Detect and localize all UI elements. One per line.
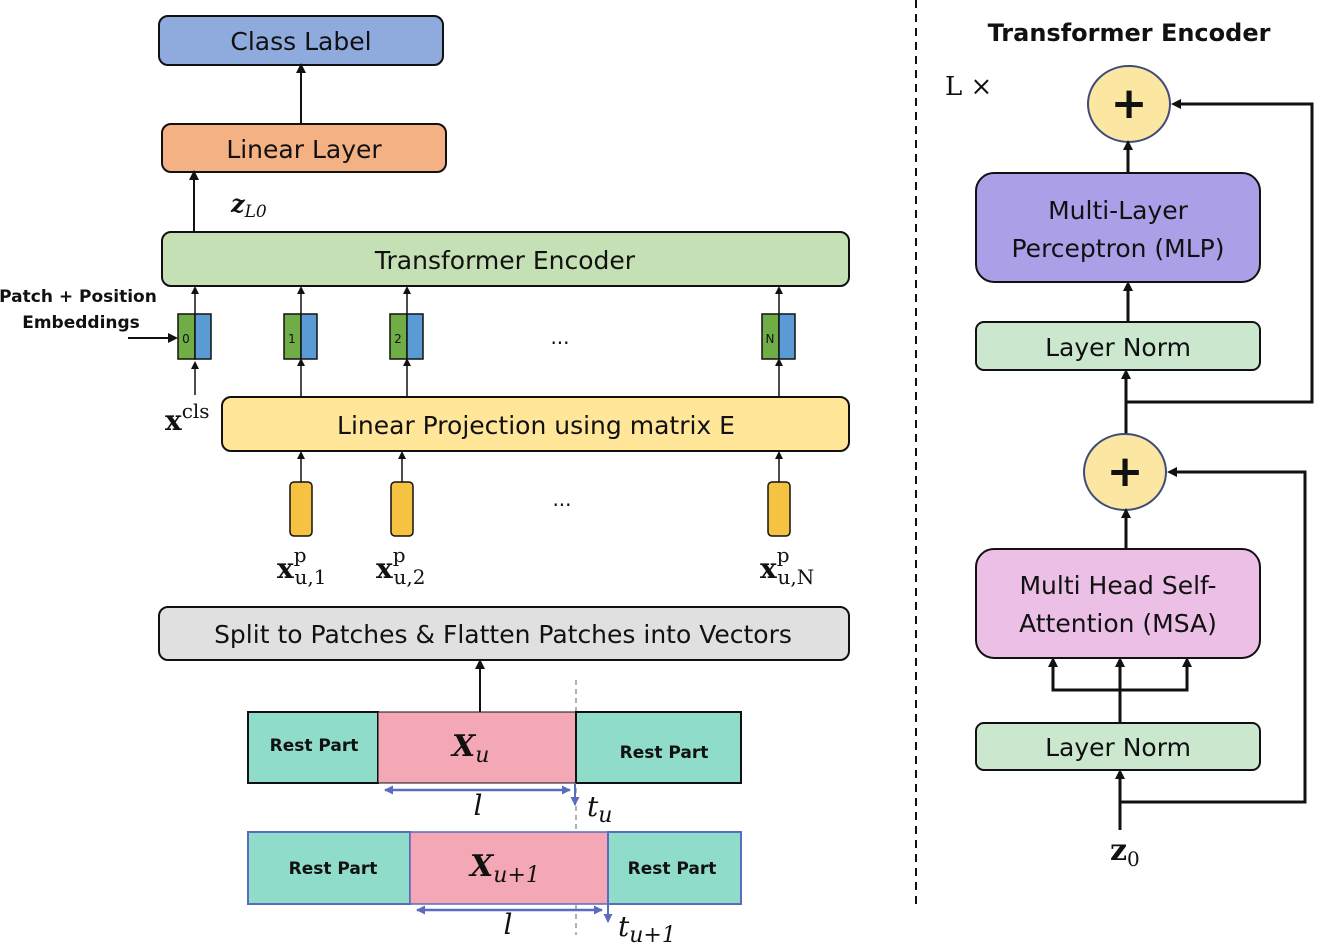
window-main: X: [450, 729, 477, 764]
mlp-line2: Perceptron (MLP): [1012, 234, 1225, 263]
xcls-main: x: [165, 404, 182, 437]
layer-norm-top-text: Layer Norm: [1045, 333, 1191, 362]
rest-part-left-text: Rest Part: [289, 859, 378, 879]
token-ellipsis: ...: [550, 325, 569, 349]
length-label: l: [474, 789, 483, 822]
xcls-label: xcls: [165, 361, 210, 437]
embedding-token: 2: [389, 286, 424, 397]
residual-add-bottom: +: [1083, 433, 1167, 511]
msa-line1: Multi Head Self-: [1019, 571, 1216, 600]
z-main: z: [230, 189, 246, 218]
token-index: 2: [394, 332, 402, 346]
svg-text:xcls: xcls: [165, 399, 210, 437]
layer-norm-bottom-box: Layer Norm: [975, 722, 1261, 771]
patch-vector-bar: [767, 481, 791, 537]
token-index: 1: [288, 332, 296, 346]
svg-text:Xu: Xu: [450, 729, 489, 768]
token-index: N: [766, 332, 775, 346]
mlp-line1: Multi-Layer: [1048, 196, 1189, 225]
window-u: Rest Part Rest Part Xu l tu: [247, 711, 742, 828]
z0-sub: 0: [1127, 847, 1140, 871]
mlp-box: Multi-Layer Perceptron (MLP): [975, 172, 1261, 283]
window-main: X: [468, 849, 495, 884]
patch-position-label: Patch + Position Embeddings: [0, 287, 178, 343]
z-sub: L0: [244, 202, 267, 222]
linear-layer-text: Linear Layer: [226, 135, 382, 164]
layer-norm-bottom-text: Layer Norm: [1045, 733, 1191, 762]
transformer-encoder-box: Transformer Encoder: [161, 231, 850, 287]
patch-ellipsis: ...: [552, 487, 571, 511]
transformer-encoder-text: Transformer Encoder: [374, 246, 636, 275]
rest-part-right-text: Rest Part: [628, 859, 717, 879]
window-segment: [409, 831, 609, 905]
patch-vector-bar: [289, 481, 313, 537]
window-sub: u+1: [493, 863, 540, 888]
rest-part-left-text: Rest Part: [270, 736, 359, 756]
window-u-plus-1: Rest Part Rest Part Xu+1 l tu+1: [247, 831, 742, 948]
z0-main: z: [1110, 833, 1127, 868]
embedding-tokens: 0 1 2 N: [177, 286, 796, 397]
class-label-box: Class Label: [158, 15, 444, 66]
patch-embedding: [778, 313, 796, 360]
residual-add-top: +: [1087, 65, 1171, 143]
patch-embedding: [300, 313, 318, 360]
patch-embedding: [194, 313, 212, 360]
encoder-detail-title: Transformer Encoder: [988, 19, 1271, 47]
skip-connection-top: [1126, 99, 1314, 404]
msa-line2: Attention (MSA): [1019, 609, 1217, 638]
layer-norm-top-box: Layer Norm: [975, 321, 1261, 371]
skip-connection-bottom: [1120, 467, 1307, 804]
repeat-label: L ×: [945, 72, 992, 102]
time-main: t: [587, 790, 599, 823]
rest-part-right-text: Rest Part: [620, 743, 709, 763]
svg-text:tu: tu: [587, 790, 612, 828]
patch-vector-bar: [390, 481, 414, 537]
linear-layer-box: Linear Layer: [161, 123, 447, 173]
split-patches-text: Split to Patches & Flatten Patches into …: [214, 620, 792, 649]
window-segment: [377, 711, 577, 784]
linear-projection-text: Linear Projection using matrix E: [337, 411, 735, 440]
time-main: t: [618, 910, 630, 943]
qkv-fork: [1048, 657, 1192, 722]
class-label-text: Class Label: [230, 27, 371, 56]
embedding-token: 0: [177, 286, 212, 360]
plus-icon: +: [1111, 78, 1148, 129]
linear-projection-box: Linear Projection using matrix E: [221, 396, 850, 452]
time-sub: u: [598, 803, 612, 828]
svg-text:zL0: zL0: [230, 189, 267, 222]
embedding-token: N: [761, 286, 796, 397]
patch-position-line1: Patch + Position: [0, 287, 157, 307]
token-index: 0: [182, 332, 190, 346]
svg-text:tu+1: tu+1: [618, 910, 676, 948]
rest-part-right: [607, 831, 742, 905]
msa-box: Multi Head Self- Attention (MSA): [975, 548, 1261, 659]
plus-icon: +: [1107, 446, 1144, 497]
split-patches-box: Split to Patches & Flatten Patches into …: [158, 606, 850, 661]
length-label: l: [504, 908, 513, 941]
z-l0-label: zL0: [230, 189, 267, 222]
rest-part-left: [247, 831, 411, 905]
xcls-sup: cls: [182, 399, 210, 423]
time-sub: u+1: [629, 923, 676, 948]
embedding-token: 1: [283, 286, 318, 397]
rest-part-right: [575, 711, 742, 784]
z0-label: z0: [1110, 833, 1140, 871]
window-sub: u: [475, 743, 489, 768]
patch-position-line2: Embeddings: [22, 313, 140, 333]
svg-text:Xu+1: Xu+1: [468, 849, 540, 888]
patch-embedding: [406, 313, 424, 360]
